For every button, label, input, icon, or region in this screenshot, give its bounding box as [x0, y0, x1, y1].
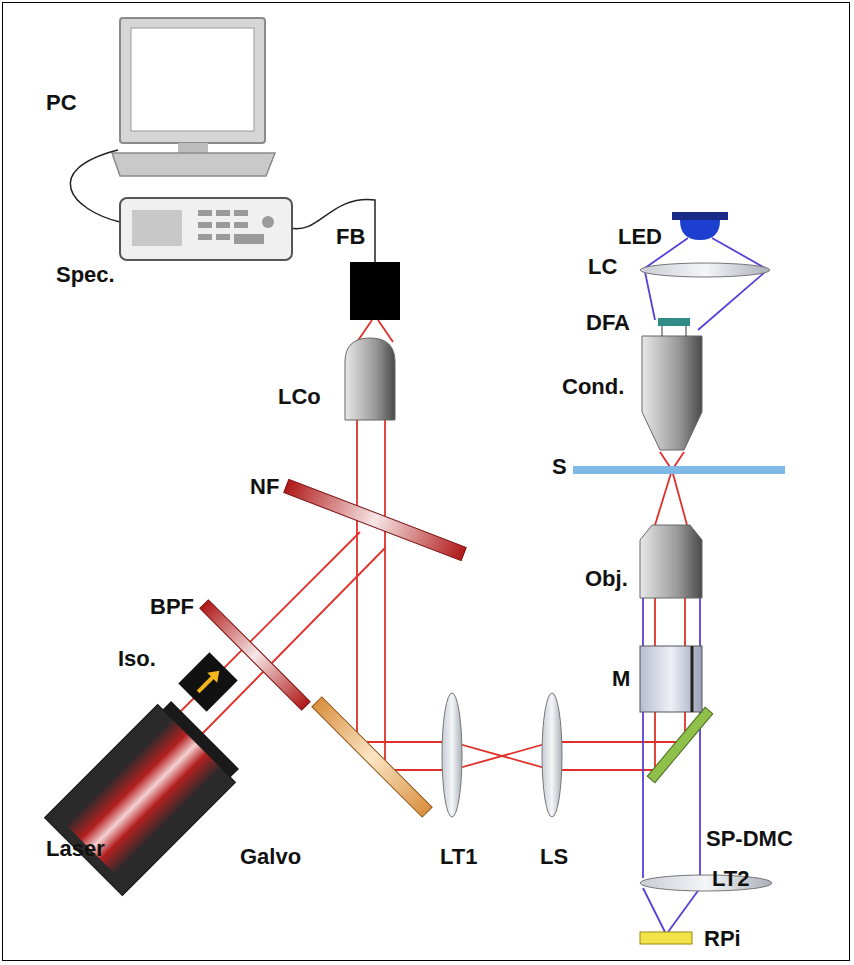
part-label: Galvo [240, 846, 301, 868]
laser-beams [180, 320, 687, 770]
laser-body [45, 696, 244, 895]
part-label: LCo [278, 386, 321, 408]
tube-lens [442, 693, 462, 817]
part-label: Spec. [56, 264, 115, 286]
part-label: LED [618, 226, 662, 248]
part-label: PC [46, 92, 77, 114]
cables [70, 150, 375, 262]
collimator-lens [345, 338, 395, 420]
part-label: DFA [586, 312, 630, 334]
part-label: FB [336, 226, 365, 248]
part-label: M [612, 668, 630, 690]
scan-lens [542, 693, 562, 817]
fiber-coupler [350, 262, 400, 320]
galvo-mirror [312, 697, 432, 817]
part-label: LT1 [440, 846, 477, 868]
tube-lens [640, 875, 772, 891]
part-label: Iso. [118, 648, 156, 670]
part-label: LS [540, 846, 568, 868]
computer-icon [112, 18, 275, 176]
condenser-lens [642, 336, 702, 450]
part-label: NF [250, 476, 279, 498]
notch-filter [284, 479, 466, 560]
darkfield-aperture [658, 318, 690, 326]
part-label: LC [588, 256, 617, 278]
part-label: SP-DMC [706, 828, 793, 850]
part-label: Cond. [562, 376, 624, 398]
part-label: Obj. [585, 568, 628, 590]
part-label: Laser [46, 838, 105, 860]
led-source [672, 212, 728, 240]
objective-lens [640, 525, 702, 598]
optical-isolator [178, 652, 237, 711]
part-label: LT2 [712, 868, 749, 890]
part-label: BPF [150, 596, 194, 618]
dichroic-mirror [647, 707, 713, 782]
spectrometer-icon [120, 198, 292, 260]
collector-lens [640, 263, 770, 277]
part-label: S [552, 456, 567, 478]
sample-slide [573, 466, 785, 474]
part-label: RPi [704, 928, 741, 950]
camera-sensor [640, 932, 692, 944]
module-element [640, 646, 702, 712]
